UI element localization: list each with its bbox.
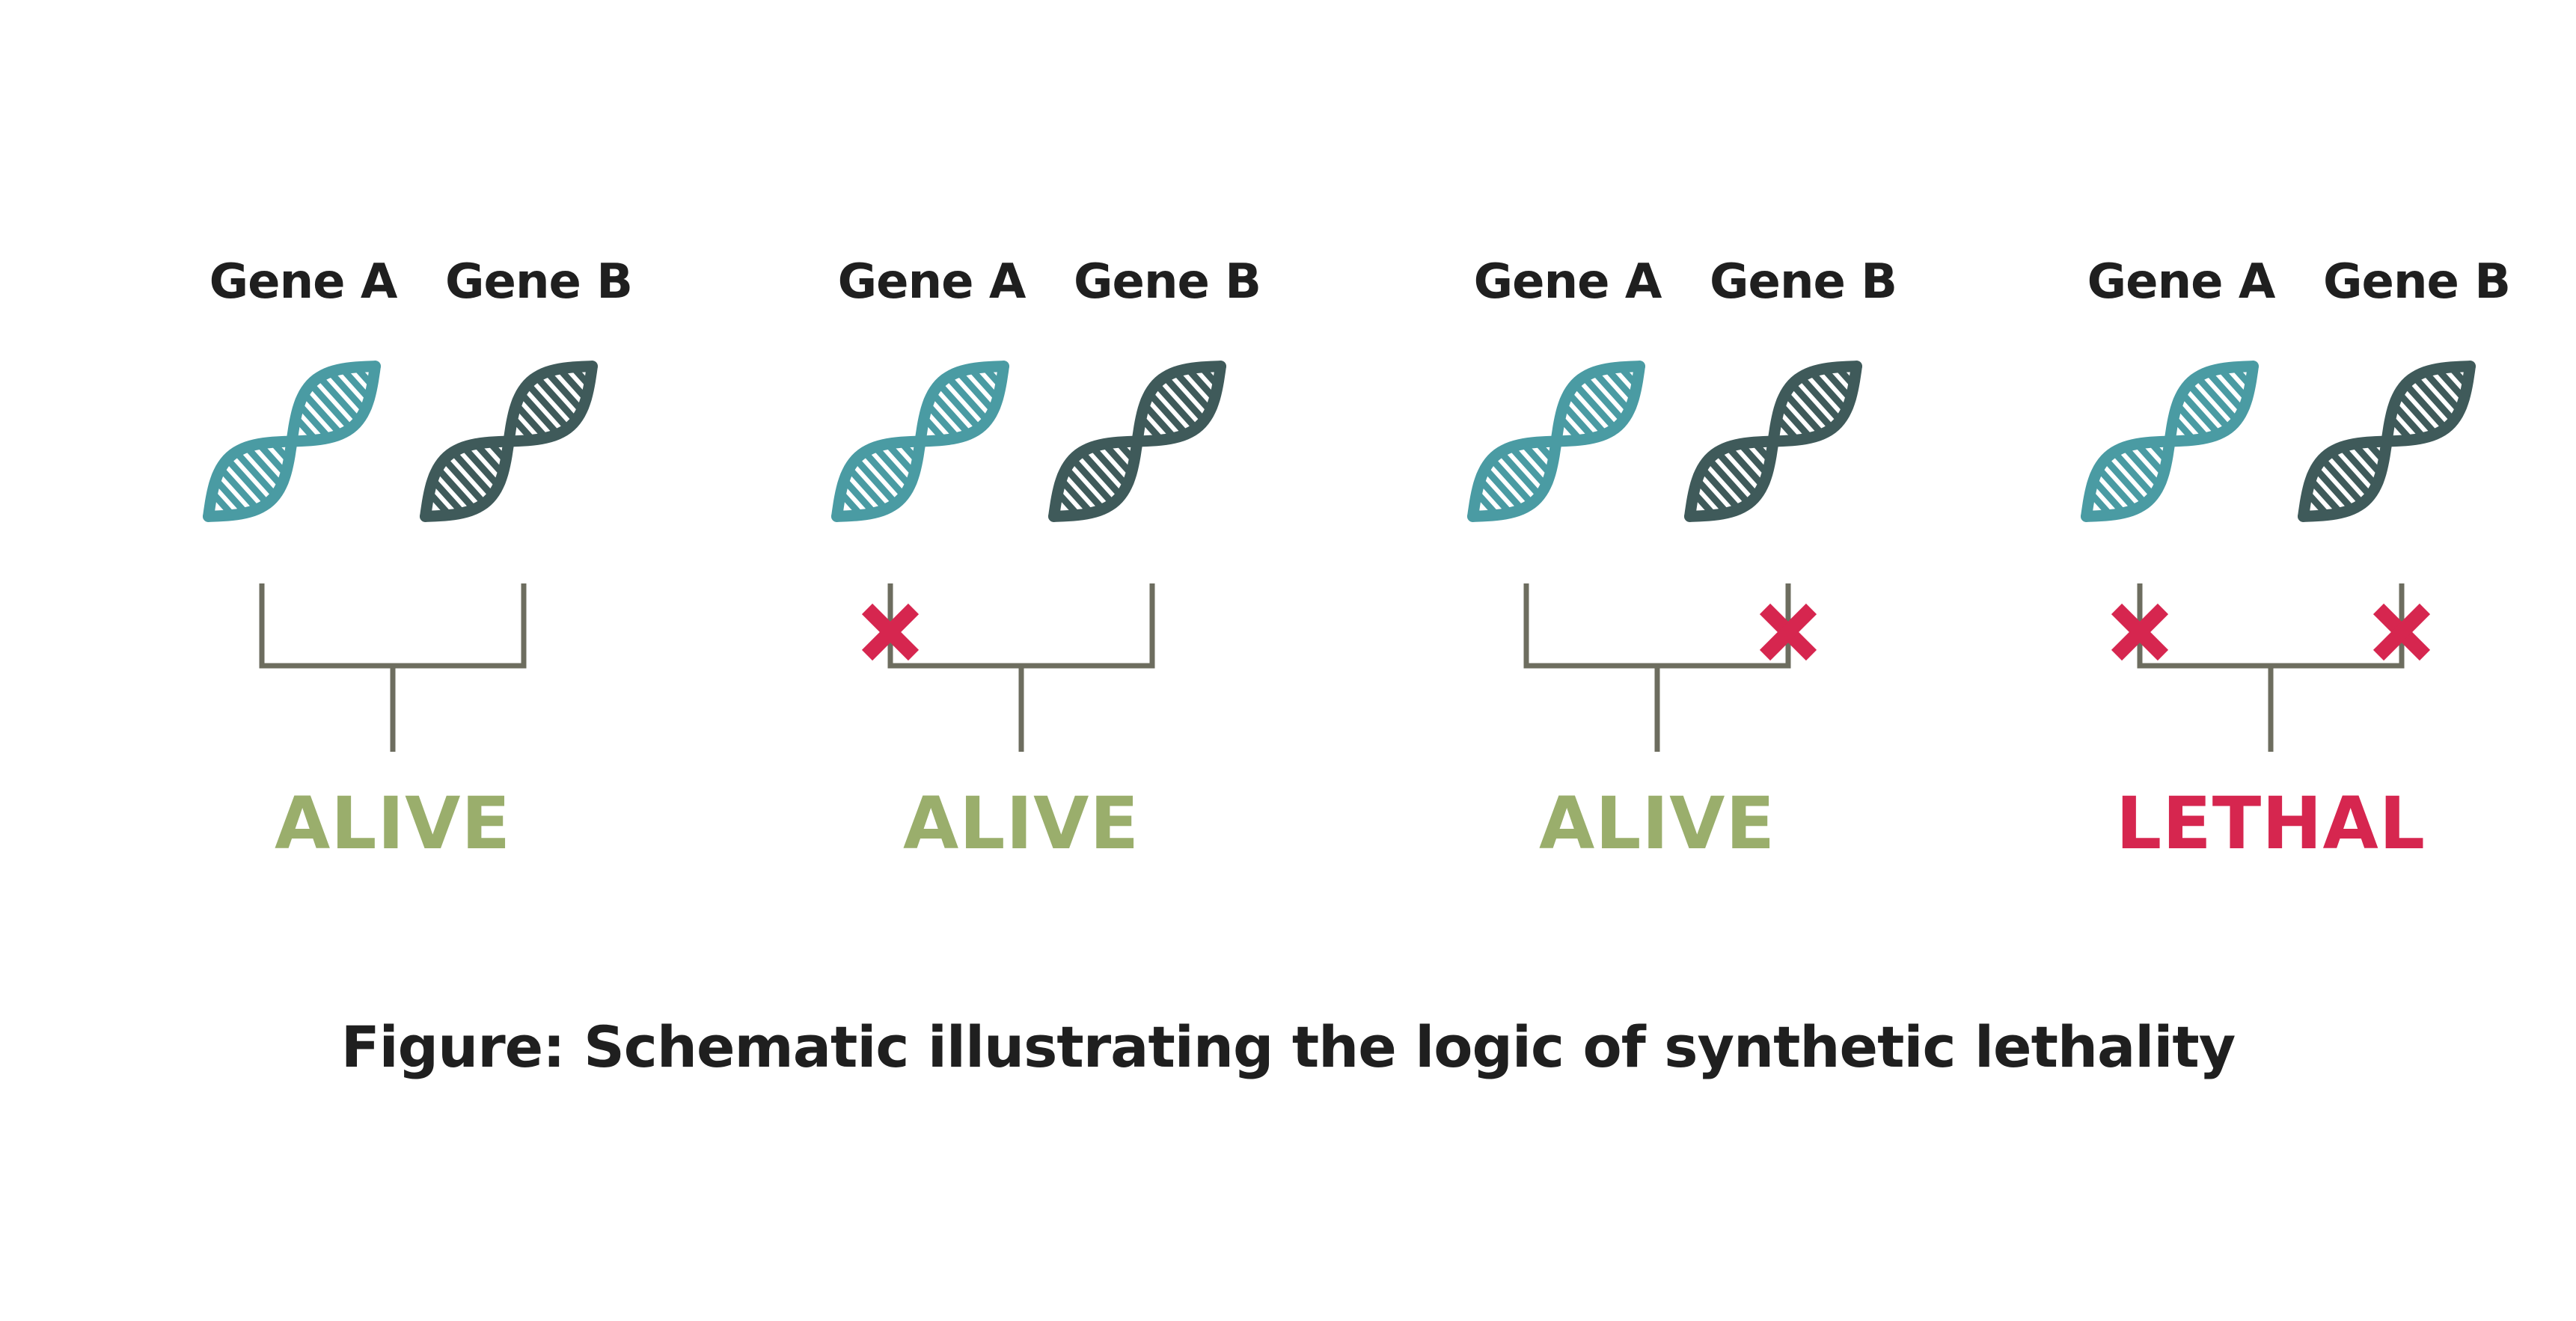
combination-bracket <box>259 583 527 752</box>
outcome-label: ALIVE <box>274 782 512 865</box>
outcome-label: LETHAL <box>2115 782 2426 865</box>
gene-a-label: Gene A <box>1473 254 1662 310</box>
scenario-1: Gene A Gene B ALIVE <box>0 0 643 898</box>
gene-b-knockout-x-icon <box>2372 603 2431 661</box>
gene-a-label: Gene A <box>2087 254 2276 310</box>
outcome-label: ALIVE <box>902 782 1140 865</box>
outcome-label: ALIVE <box>1538 782 1776 865</box>
gene-b-dna-icon <box>1684 361 1862 522</box>
gene-b-dna-icon <box>420 361 598 522</box>
gene-a-label: Gene A <box>837 254 1027 310</box>
gene-b-label: Gene B <box>1074 254 1261 310</box>
gene-a-dna-icon <box>203 361 381 522</box>
gene-a-dna-icon <box>2081 361 2259 522</box>
scenario-4: Gene A Gene B LETHAL <box>1878 0 2521 898</box>
gene-b-dna-icon <box>1048 361 1226 522</box>
scenario-2: Gene A Gene B ALIVE <box>628 0 1272 898</box>
gene-a-knockout-x-icon <box>861 603 920 661</box>
figure-caption: Figure: Schematic illustrating the logic… <box>340 1014 2236 1080</box>
scenario-3: Gene A Gene B ALIVE <box>1264 0 1908 898</box>
gene-a-knockout-x-icon <box>2111 603 2169 661</box>
gene-b-knockout-x-icon <box>1759 603 1817 661</box>
gene-a-dna-icon <box>831 361 1009 522</box>
gene-b-label: Gene B <box>445 254 633 310</box>
gene-b-label: Gene B <box>1710 254 1897 310</box>
gene-a-label: Gene A <box>209 254 398 310</box>
gene-b-label: Gene B <box>2323 254 2511 310</box>
combination-bracket <box>887 583 1155 752</box>
gene-b-dna-icon <box>2298 361 2476 522</box>
gene-a-dna-icon <box>1467 361 1645 522</box>
